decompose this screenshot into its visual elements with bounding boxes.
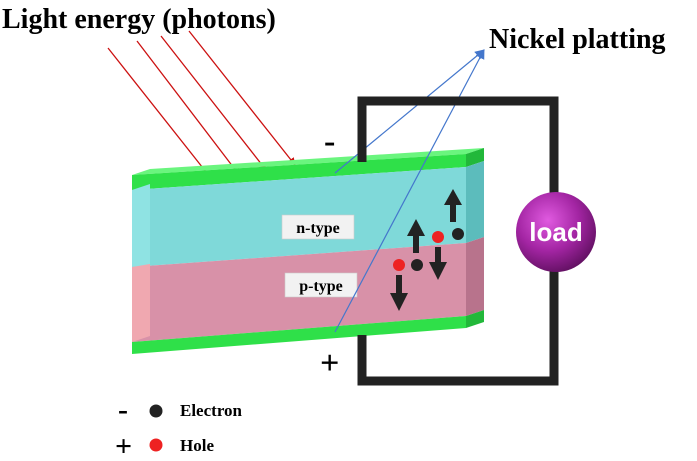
up-arrow-icon [407,219,425,253]
light-energy-label: Light energy (photons) [2,4,276,35]
top-nickel-layer [132,154,466,190]
carriers [390,189,464,311]
legend: - Electron + Hole [115,393,243,461]
photon-ray [107,47,215,183]
photon-ray [188,30,296,166]
top-nickel-layer-top [132,148,484,175]
legend-hole-dot [149,438,163,452]
electron-dot [452,228,464,240]
load-label: load [529,217,582,247]
p-type-layer-left [132,264,150,342]
photon-ray [136,40,241,177]
plus-terminal-sign: + [320,345,339,382]
n-type-tag: n-type [281,214,355,240]
up-arrow-icon [444,189,462,222]
minus-terminal-sign: - [324,123,335,160]
solar-cell [132,148,484,354]
down-arrow-icon [429,247,447,280]
legend-electron-label: Electron [180,401,243,420]
bottom-nickel-layer-right [466,310,484,328]
nickel-plating-label: Nickel platting [489,24,666,55]
n-type-layer-right [466,161,484,243]
down-arrow-icon [390,275,408,311]
hole-dot [393,259,405,271]
p-type-layer-right [466,237,484,316]
p-type-label: p-type [299,278,343,295]
n-type-label: n-type [296,220,340,237]
top-nickel-layer-right [466,148,484,167]
legend-electron-dot [149,404,163,418]
photon-rays [107,30,296,183]
n-type-layer-left [132,184,150,267]
electron-dot [411,259,423,271]
photon-ray [160,35,267,171]
legend-hole-sign: + [115,430,132,461]
hole-dot [432,231,444,243]
p-type-tag: p-type [284,272,358,298]
load: load [516,192,596,272]
bottom-nickel-layer [132,316,466,354]
legend-hole-label: Hole [180,436,214,455]
legend-electron-sign: - [118,393,128,426]
